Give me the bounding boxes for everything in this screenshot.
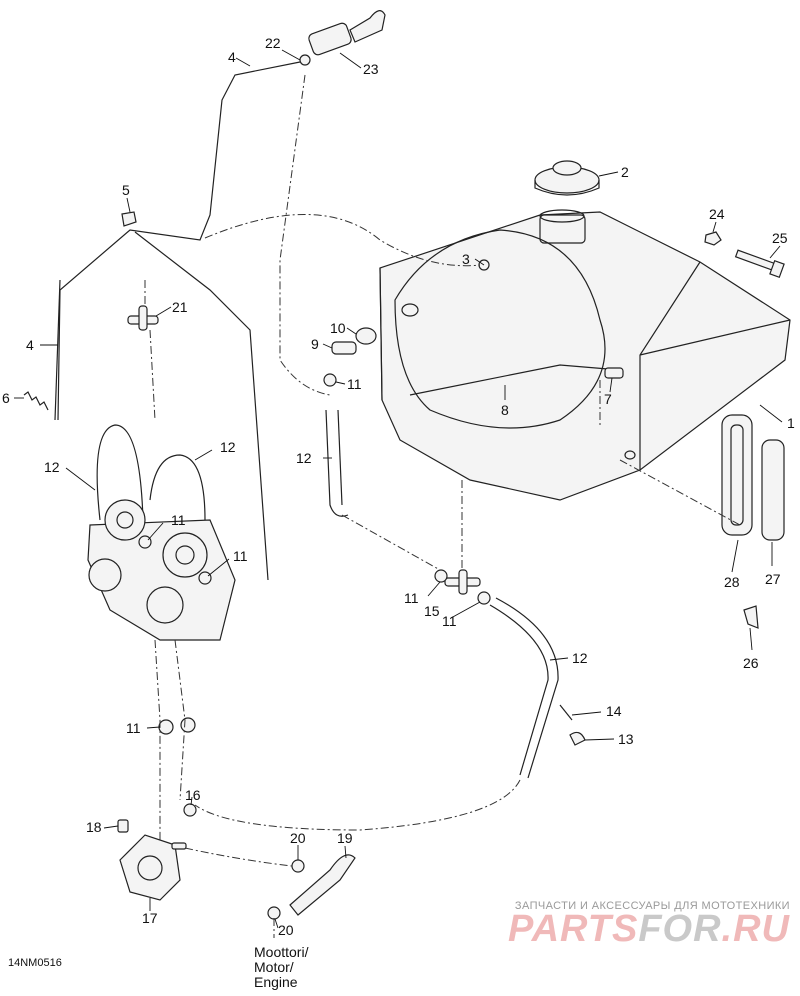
callout-11-carb-b: 11 — [233, 548, 248, 564]
clamp-11-lower-a — [158, 719, 174, 735]
watermark-brand-part1: PARTS — [508, 908, 639, 950]
callout-5: 5 — [122, 182, 130, 198]
clip-13 — [569, 731, 586, 746]
fuel-tank — [379, 209, 791, 501]
engine-destination-label: Moottori/ Motor/ Engine — [254, 945, 308, 990]
callout-2: 2 — [621, 164, 629, 180]
hose-12-vent — [325, 409, 349, 517]
engine-label-en: Engine — [254, 974, 298, 990]
t-fitting-15 — [434, 569, 491, 605]
callout-6: 6 — [2, 390, 10, 406]
callout-3: 3 — [462, 251, 470, 267]
callout-10: 10 — [330, 320, 346, 336]
clamp-20-upper — [291, 859, 305, 873]
watermark-tagline: ЗАПЧАСТИ И АКСЕССУАРЫ ДЛЯ МОТОТЕХНИКИ — [514, 900, 790, 912]
clip-14 — [559, 704, 573, 721]
watermark-brand-part3: .RU — [721, 908, 790, 950]
watermark-logo: PARTSFOR.RU — [470, 908, 790, 951]
callout-11-tee-b: 11 — [442, 613, 457, 629]
callout-21: 21 — [172, 299, 188, 315]
engine-label-fi: Moottori/ — [254, 944, 309, 960]
tank-strap-assembly — [721, 414, 785, 541]
fitting-5 — [121, 211, 137, 227]
callout-12-carb: 12 — [220, 439, 236, 455]
callout-20-lower: 20 — [278, 922, 294, 938]
clamp-20-lower — [267, 906, 281, 920]
clamp-11-carb-b — [198, 571, 212, 585]
callout-11-tank: 11 — [347, 376, 362, 392]
callout-11-carb-a: 11 — [171, 512, 186, 528]
callout-12-left: 12 — [44, 459, 60, 475]
spring-6 — [23, 391, 49, 411]
callout-25: 25 — [772, 230, 788, 246]
callout-12-fuel: 12 — [572, 650, 588, 666]
callout-9: 9 — [311, 336, 319, 352]
primer-pump — [299, 10, 386, 66]
hose-12-fuel — [489, 604, 549, 776]
primer-line — [57, 61, 301, 421]
callout-15: 15 — [424, 603, 440, 619]
callout-12-vent: 12 — [296, 450, 312, 466]
callout-13: 13 — [618, 731, 634, 747]
callout-23: 23 — [363, 61, 379, 77]
fuel-pump — [117, 803, 197, 901]
callout-19: 19 — [337, 830, 353, 846]
leader-lines — [14, 49, 783, 929]
callout-7: 7 — [604, 391, 612, 407]
bolt-and-nut — [704, 231, 785, 279]
callout-28: 28 — [724, 574, 740, 590]
routing-lines — [144, 74, 741, 938]
callout-11-lower: 11 — [126, 720, 141, 736]
watermark: ЗАПЧАСТИ И АКСЕССУАРЫ ДЛЯ МОТОТЕХНИКИ PA… — [470, 900, 790, 951]
callout-11-tee-a: 11 — [404, 590, 419, 606]
callout-8: 8 — [501, 402, 509, 418]
clip-26 — [743, 605, 759, 629]
callout-4-top: 4 — [228, 49, 236, 65]
drawing-code: 14NM0516 — [8, 957, 62, 969]
clamp-11-lower-b — [180, 717, 196, 733]
callout-20-upper: 20 — [290, 830, 306, 846]
clamp-11-carb-a — [138, 535, 152, 549]
callout-17: 17 — [142, 910, 158, 926]
callout-18: 18 — [86, 819, 102, 835]
callout-22: 22 — [265, 35, 281, 51]
t-fitting-21 — [127, 305, 159, 331]
carburetors — [87, 424, 236, 641]
tank-fittings — [323, 259, 624, 387]
watermark-brand-part2: FOR — [638, 908, 722, 950]
callout-24: 24 — [709, 206, 725, 222]
callout-14: 14 — [606, 703, 622, 719]
hose-19 — [289, 854, 356, 916]
fuel-cap — [534, 160, 600, 196]
callout-16: 16 — [185, 787, 201, 803]
callout-labels: 1 2 3 4 4 5 6 7 8 9 10 11 11 11 11 11 11… — [2, 35, 795, 938]
callout-1: 1 — [787, 415, 795, 431]
engine-label-sv: Motor/ — [254, 959, 294, 975]
callout-26: 26 — [743, 655, 759, 671]
callout-4-left: 4 — [26, 337, 34, 353]
callout-27: 27 — [765, 571, 781, 587]
